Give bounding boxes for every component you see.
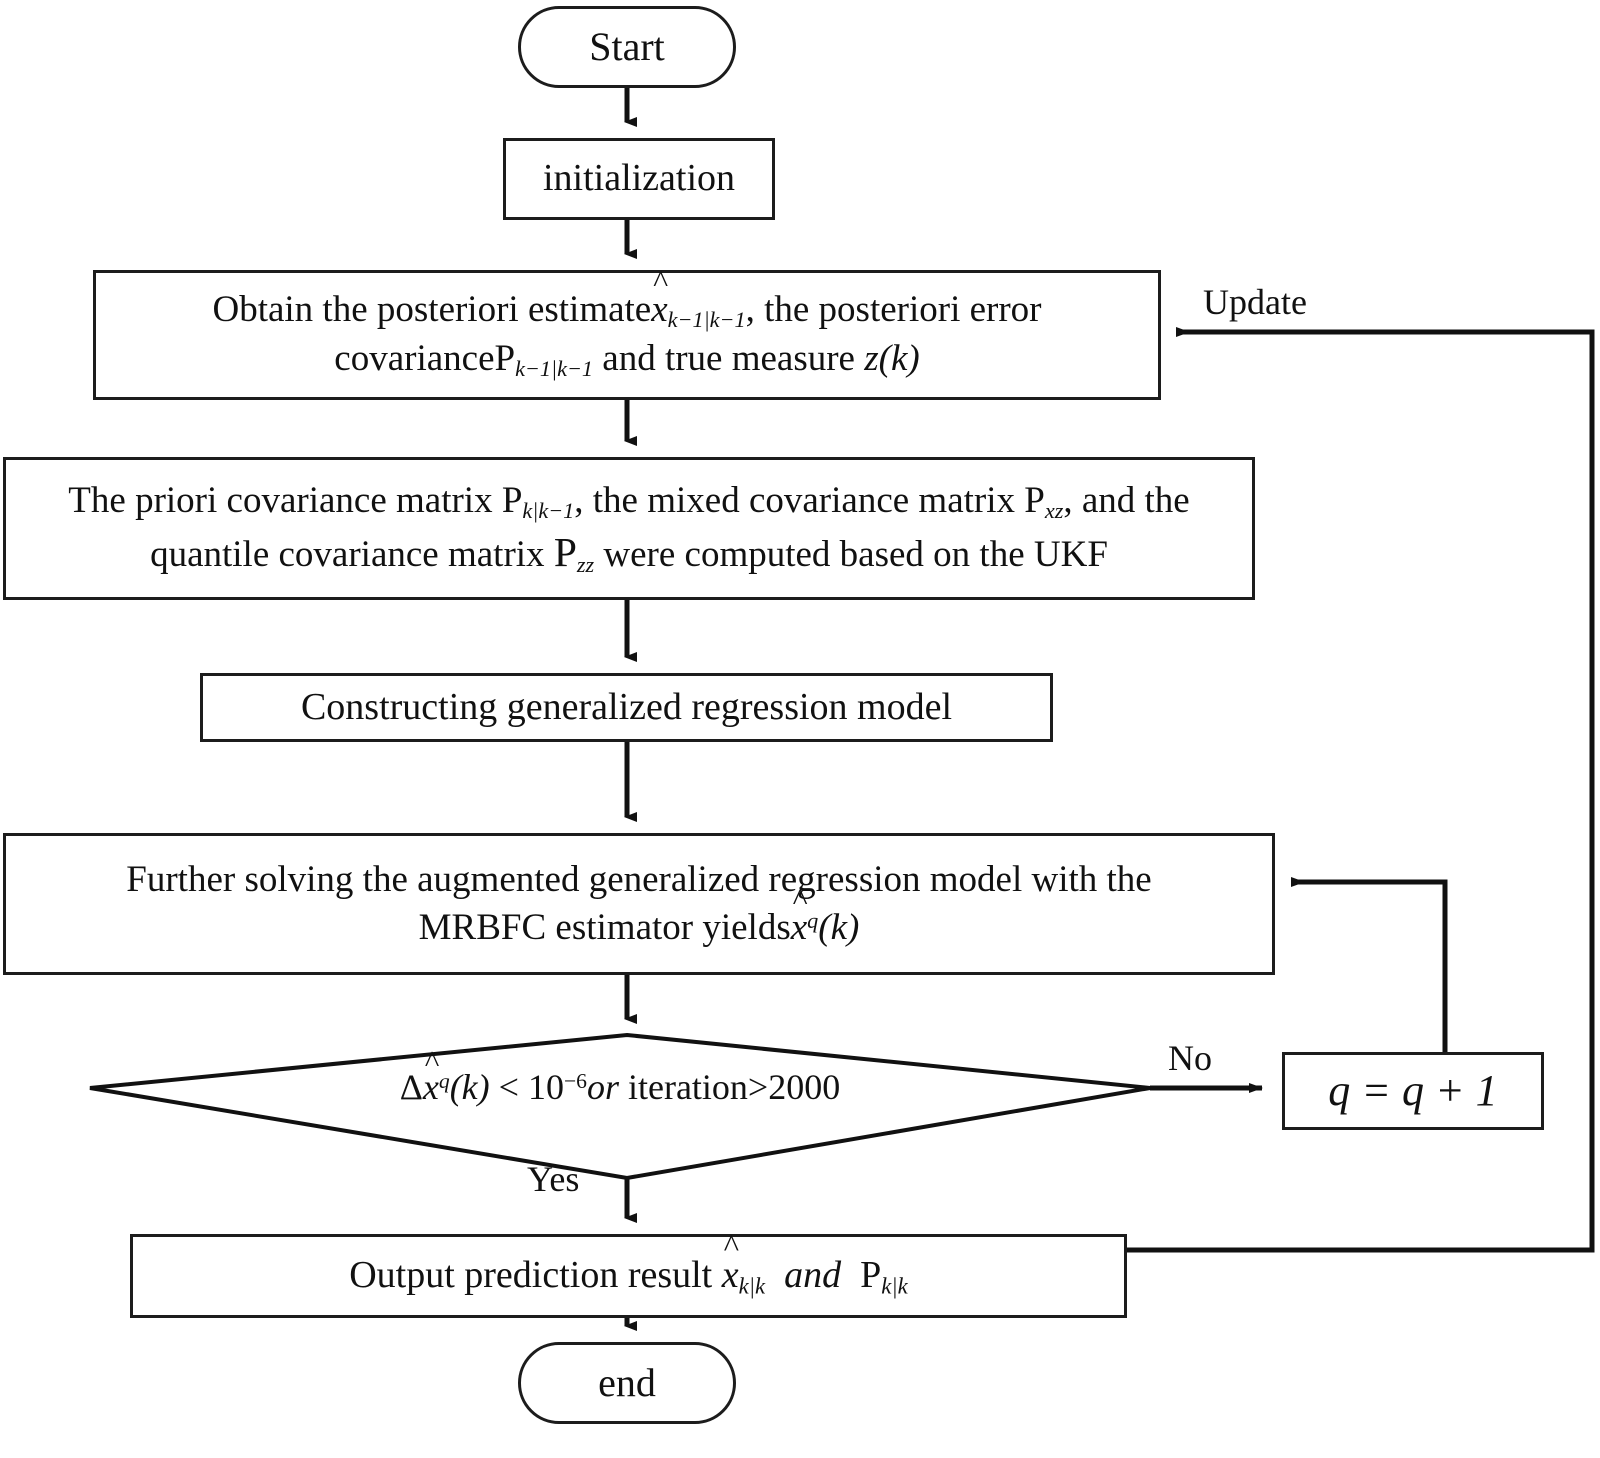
node-further-solving-label: Further solving the augmented generalize… xyxy=(6,856,1272,952)
node-obtain-posteriori[interactable]: Obtain the posteriori estimate^x̂xk−1|k−… xyxy=(93,264,1161,400)
obtain-line-2: covariancePk−1|k−1 and true measure z(k) xyxy=(334,338,920,382)
node-construct-regression-model[interactable]: Constructing generalized regression mode… xyxy=(200,673,1053,742)
node-increment-q[interactable]: q = q + 1 xyxy=(1282,1052,1544,1130)
node-increment-q-label: q = q + 1 xyxy=(1328,1066,1498,1116)
node-obtain-posteriori-label: Obtain the posteriori estimate^x̂xk−1|k−… xyxy=(96,264,1158,384)
edge-increment-to-solve-feedback xyxy=(1291,877,1448,1052)
solve-line-2: MRBFC estimator yields^xq(k) xyxy=(418,882,860,948)
node-output-prediction[interactable]: Output prediction result ^xk|k and Pk|k xyxy=(130,1228,1127,1318)
covariances-line-2: quantile covariance matrix Pzz were comp… xyxy=(150,529,1108,578)
node-covariance-matrices[interactable]: The priori covariance matrix Pk|k−1, the… xyxy=(3,457,1255,600)
node-end[interactable]: end xyxy=(518,1342,736,1424)
node-covariance-matrices-label: The priori covariance matrix Pk|k−1, the… xyxy=(6,477,1252,580)
node-decision-condition[interactable]: Δ^xq(k) < 10−6or iteration>2000 xyxy=(90,1043,1150,1108)
node-further-solving[interactable]: Further solving the augmented generalize… xyxy=(3,833,1275,975)
node-output-prediction-label: Output prediction result ^xk|k and Pk|k xyxy=(349,1228,908,1299)
node-decision-condition-label: Δ^xq(k) < 10−6or iteration>2000 xyxy=(399,1043,841,1107)
node-initialization[interactable]: initialization xyxy=(503,138,775,220)
edge-label-yes: Yes xyxy=(527,1159,580,1199)
edge-label-no: No xyxy=(1168,1038,1212,1078)
node-start-label: Start xyxy=(589,24,665,69)
node-initialization-label: initialization xyxy=(542,157,736,200)
node-start[interactable]: Start xyxy=(518,6,736,88)
solve-line-1: Further solving the augmented generalize… xyxy=(126,858,1152,900)
node-construct-regression-model-label: Constructing generalized regression mode… xyxy=(300,685,953,728)
obtain-line-1: Obtain the posteriori estimate^x̂xk−1|k−… xyxy=(212,264,1042,333)
covariances-line-1: The priori covariance matrix Pk|k−1, the… xyxy=(68,479,1190,524)
node-end-label: end xyxy=(598,1360,656,1405)
edge-label-update: Update xyxy=(1203,282,1307,322)
